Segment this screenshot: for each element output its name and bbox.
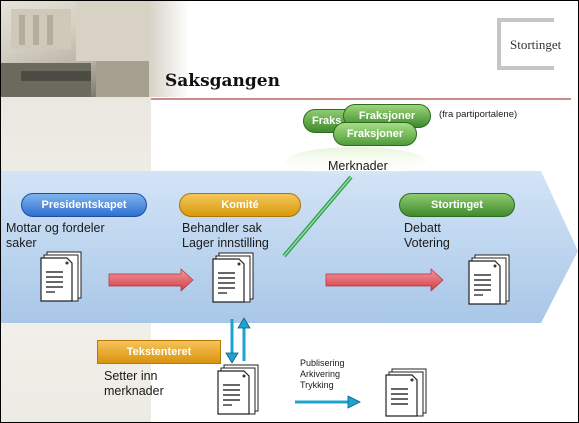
publish-list: Publisering Arkivering Trykking (300, 358, 345, 390)
logo-text: Stortinget (510, 37, 562, 52)
presidentskapet-pill: Presidentskapet (21, 193, 147, 217)
merknader-glow (286, 147, 426, 175)
stortinget-logo: Stortinget (497, 18, 574, 76)
komite-pill: Komité (179, 193, 301, 217)
fraksjoner-pill-front: Fraksjoner (333, 122, 417, 146)
document-icon-komite (212, 252, 254, 303)
title-rule (151, 98, 571, 100)
logo-bar-top (497, 18, 554, 22)
tekstenteret-text: Setter inn merknader (104, 369, 164, 398)
red-arrow-2 (325, 268, 444, 292)
logo-bar-bottom (497, 66, 554, 70)
presidentskapet-text: Mottar og fordeler saker (6, 221, 105, 250)
document-icon-presidentskapet (40, 251, 82, 302)
parliament-photo (1, 1, 149, 97)
cyan-arrow-horizontal (295, 395, 361, 409)
document-icon-publisering (385, 368, 427, 417)
komite-text: Behandler sak Lager innstilling (182, 221, 269, 250)
fraksjoner-back-label: Fraks (312, 115, 342, 127)
stortinget-text: Debatt Votering (404, 221, 450, 250)
cyan-arrows-vertical (225, 317, 251, 364)
page-title: Saksgangen (165, 71, 280, 91)
tekstenteret-box: Tekstenteret (97, 340, 221, 364)
document-icon-tekstenteret (217, 364, 259, 415)
stortinget-pill: Stortinget (399, 193, 515, 217)
photo-fade (149, 1, 189, 97)
fraksjoner-note: (fra partiportalene) (439, 109, 518, 120)
red-arrow-1 (108, 268, 194, 292)
document-icon-stortinget (468, 254, 510, 305)
merknader-label: Merknader (328, 159, 388, 173)
logo-bar-left (497, 18, 501, 70)
